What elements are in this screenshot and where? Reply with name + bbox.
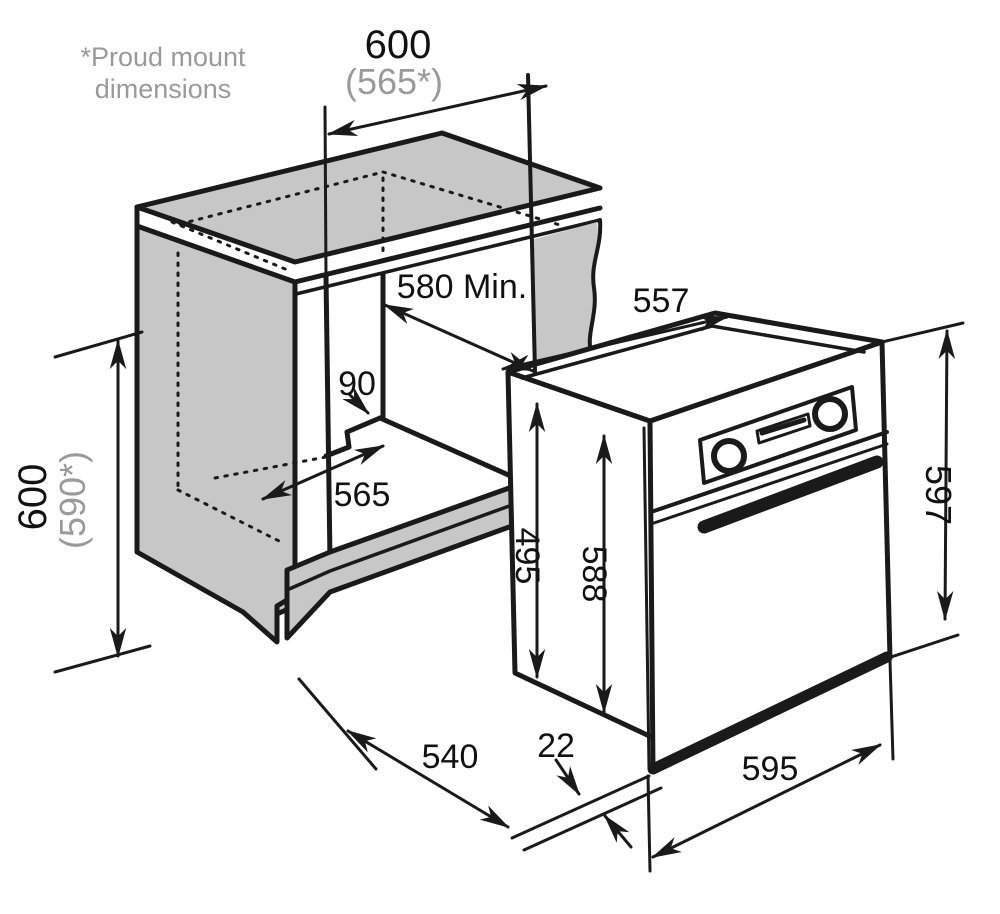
oven-door-seam-2 <box>649 442 889 526</box>
dim-line-oven-width <box>651 743 882 859</box>
oven-knob-right <box>812 396 848 432</box>
countertop-edge-right-2 <box>294 218 602 296</box>
label-floor-setback: 90 <box>338 365 376 403</box>
label-oven-front-height: 597 <box>918 465 959 525</box>
label-oven-top-depth: 557 <box>633 282 690 320</box>
ext-line-body-depth-left <box>297 677 378 771</box>
label-door-overhang: 22 <box>537 727 575 765</box>
oven-drawing <box>505 310 893 775</box>
ext-line-door-edge-2 <box>522 786 663 852</box>
dimension-lines <box>53 73 965 873</box>
dim-line-oven-front-height <box>936 329 956 621</box>
label-oven-inner-height: 495 <box>508 528 546 585</box>
ext-line-width-left <box>646 774 652 873</box>
ext-line-height-top <box>53 330 144 359</box>
plinth-notch <box>274 597 290 644</box>
ext-line-front-height-bottom <box>886 633 960 660</box>
note-line-1: *Proud mount <box>80 42 246 72</box>
niche-floor-left-edge <box>377 415 516 480</box>
ext-line-front-height-top <box>880 321 965 344</box>
niche-floor-rail <box>284 484 515 641</box>
ext-line-cutout-left <box>323 105 328 279</box>
label-oven-body-height: 588 <box>575 546 613 603</box>
note-line-2: dimensions <box>95 74 232 104</box>
niche-left-edge <box>323 274 333 563</box>
label-oven-width: 595 <box>742 750 799 788</box>
oven-knob-left <box>711 438 747 474</box>
dim-line-cutout-width <box>327 84 548 136</box>
dim-leader-door-overhang-a <box>554 758 581 796</box>
label-oven-body-depth: 540 <box>422 738 479 776</box>
cabinet-drawing <box>134 130 603 645</box>
dim-line-oven-body-depth <box>346 729 510 829</box>
label-niche-height: 600 <box>11 464 55 531</box>
oven-door-seam-1 <box>649 430 889 514</box>
dim-leader-setback <box>342 387 370 415</box>
oven-door-handle <box>697 455 884 534</box>
dim-line-niche-depth <box>383 303 535 373</box>
ext-line-height-bottom <box>53 644 152 674</box>
cabinet-left-panel <box>134 223 298 645</box>
dim-line-floor-depth <box>261 444 385 501</box>
oven-door-left-edge <box>642 426 651 770</box>
label-floor-depth: 565 <box>334 476 391 514</box>
ext-line-door-edge-1 <box>510 774 651 840</box>
label-niche-depth: 580 Min. <box>397 268 527 306</box>
label-niche-height-proud: (590*) <box>52 451 93 549</box>
niche-floor-rail-line <box>285 503 514 592</box>
dimension-labels: *Proud mount dimensions 600 (565*) 600 (… <box>11 23 959 788</box>
dim-leader-door-overhang-b <box>603 814 633 849</box>
label-cutout-width: 600 <box>365 23 432 67</box>
oven-display-stripe <box>759 417 807 436</box>
dim-line-oven-depth-top <box>501 315 729 371</box>
cabinet-top-face <box>134 130 603 265</box>
label-cutout-width-proud: (565*) <box>345 61 443 102</box>
ext-line-width-right <box>888 659 895 761</box>
